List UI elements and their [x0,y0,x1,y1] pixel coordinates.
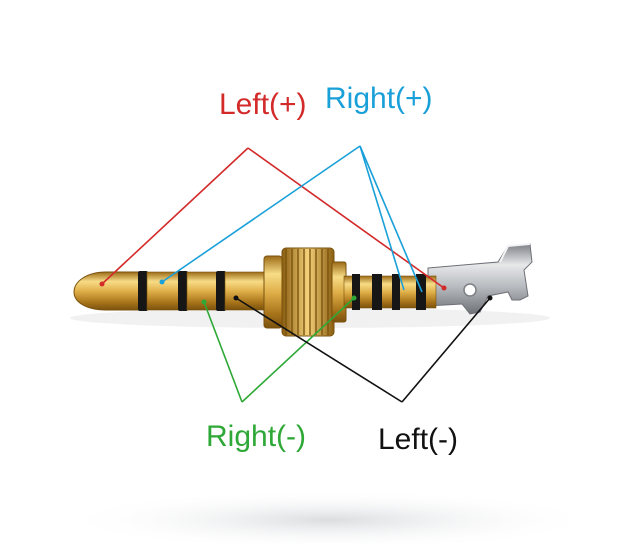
terminal-hole [463,283,477,297]
label-right-positive: Right(+) [325,82,433,115]
solder-terminal [427,243,533,315]
insulator-3 [216,271,226,311]
floor-shadow [60,490,600,544]
insulator-1 [138,271,148,311]
callout-left-negative [233,295,493,403]
rear-conductors [343,274,437,310]
threaded-collar [263,247,347,337]
tip-contact [73,271,141,311]
callout-left-positive [99,147,447,291]
label-right-negative: Right(-) [206,420,307,453]
callout-right-negative [201,295,357,403]
ring-2-contact [186,271,218,311]
label-left-negative: Left(-) [378,423,459,456]
plug-shaft [73,271,268,311]
insulator-2 [178,271,188,311]
label-left-positive: Left(+) [219,88,307,121]
ring-1-contact [146,271,180,311]
callout-right-positive [159,145,423,293]
